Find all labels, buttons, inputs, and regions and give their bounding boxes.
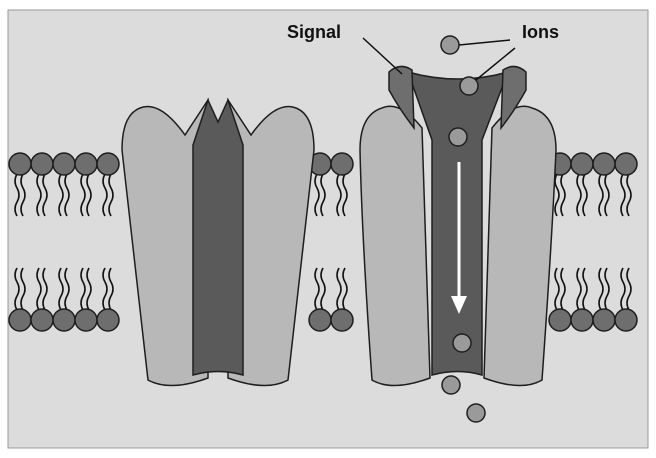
ions-label: Ions	[522, 22, 559, 42]
signal-receptor-left	[388, 65, 415, 131]
ion	[441, 375, 461, 395]
lipid-head	[592, 308, 616, 332]
closed-channel-gate	[192, 97, 244, 376]
lipid-head	[52, 308, 76, 332]
open-channel-right-subunit	[483, 105, 557, 387]
ion	[452, 333, 472, 353]
ion	[440, 35, 460, 55]
ion	[466, 403, 486, 423]
ion	[448, 127, 468, 147]
leader-lines	[362, 37, 516, 81]
closed-channel-right-subunit	[227, 97, 315, 387]
lipid-head	[614, 308, 638, 332]
lipid-head	[8, 152, 32, 176]
lipid-head	[96, 308, 120, 332]
lipid-head	[74, 308, 98, 332]
lipid-head	[52, 152, 76, 176]
lipid-head	[30, 308, 54, 332]
lipid-head	[592, 152, 616, 176]
closed-channel	[121, 97, 315, 387]
lipid-head	[570, 308, 594, 332]
lipid-head	[570, 152, 594, 176]
lipid-head	[614, 152, 638, 176]
lipid-head	[330, 308, 354, 332]
lipid-head	[330, 152, 354, 176]
signal-receptor-right	[500, 65, 527, 131]
closed-channel-left-subunit	[121, 97, 209, 387]
signal-label: Signal	[287, 22, 341, 42]
lipid-head	[308, 308, 332, 332]
lipid-head	[74, 152, 98, 176]
lipid-head	[548, 308, 572, 332]
ion	[459, 76, 479, 96]
ion-flow-arrow	[451, 162, 467, 314]
lipid-head	[30, 152, 54, 176]
lipid-head	[96, 152, 120, 176]
lipid-head	[8, 308, 32, 332]
ions	[440, 35, 486, 423]
open-channel-left-subunit	[359, 105, 431, 387]
